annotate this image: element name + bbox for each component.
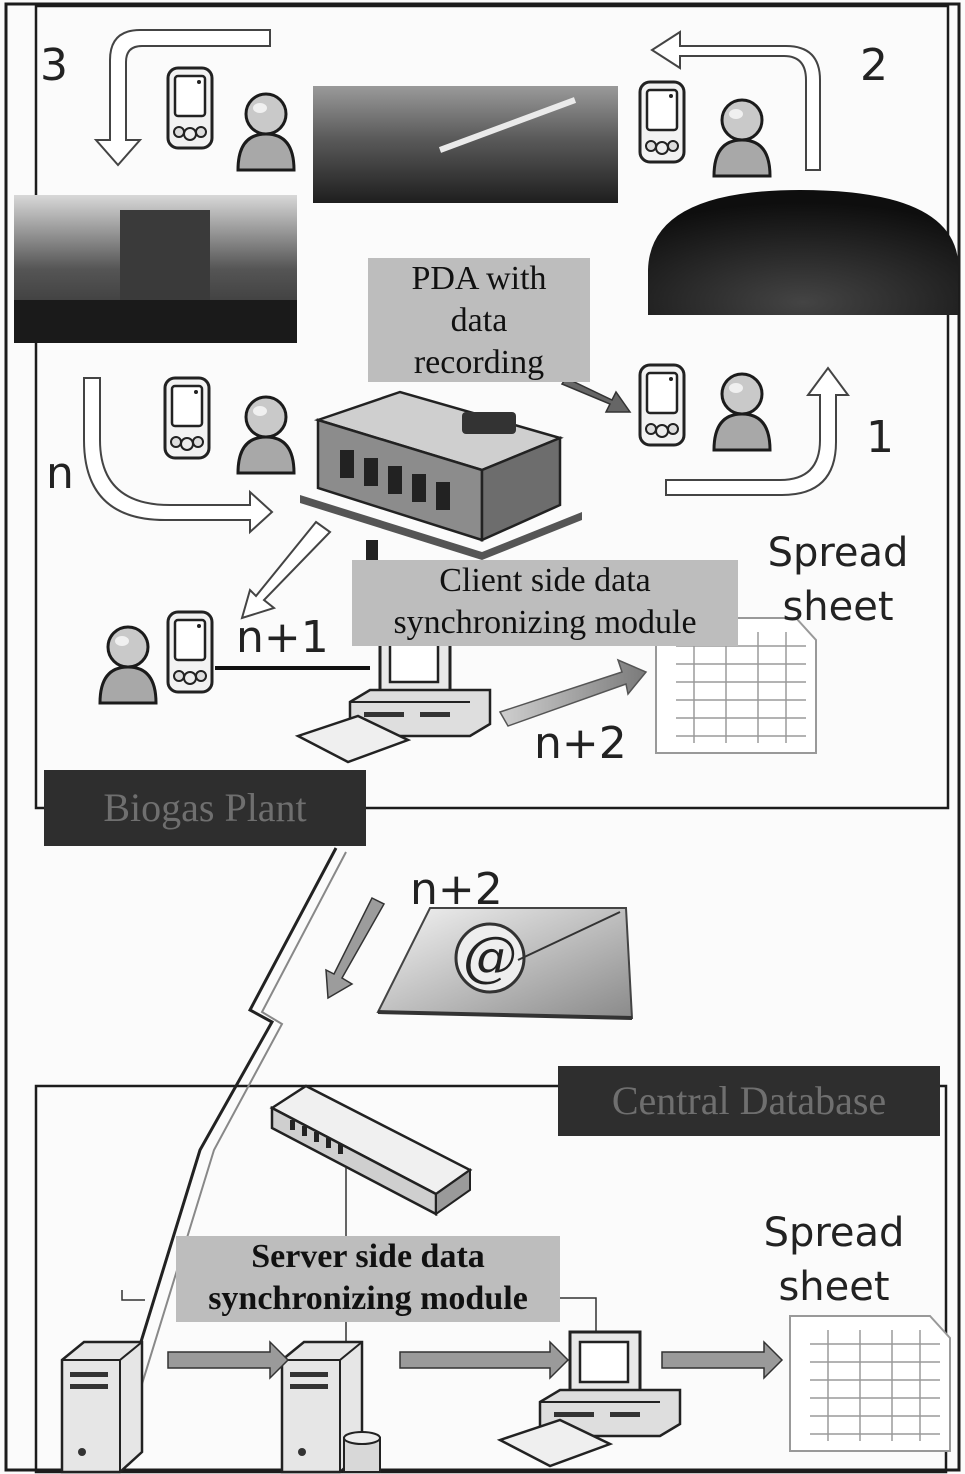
arrow-building-to-pc <box>240 520 332 620</box>
pda-pointer-arrow <box>560 377 632 413</box>
user-icon <box>712 372 772 452</box>
outer-frame <box>4 2 961 1472</box>
spreadsheet-bottom-line-1: Spread <box>763 1210 905 1256</box>
step-n2-plant-label: n+2 <box>534 718 627 769</box>
pda-icon <box>638 363 686 447</box>
client-sync-module-box: Client side data synchronizing module <box>352 560 738 646</box>
pda-box-line-1: PDA with <box>411 260 547 297</box>
server-icon <box>60 1340 144 1474</box>
spreadsheet-bottom-label: Spread sheet <box>752 1206 916 1314</box>
user-icon <box>236 395 296 475</box>
central-database-label: Central Database <box>558 1066 940 1136</box>
pda-icon <box>166 66 214 150</box>
pda-icon <box>163 376 211 460</box>
lightning-link-icon <box>118 847 338 1411</box>
database-cylinder-icon <box>343 1431 381 1473</box>
building-icon <box>300 390 582 580</box>
user-icon <box>98 625 158 705</box>
network-switch-icon <box>269 1084 473 1217</box>
step-3-label: 3 <box>40 40 68 91</box>
pda-icon <box>166 610 214 694</box>
arrow-server-3 <box>661 1340 784 1380</box>
server-sync-module-box: Server side data synchronizing module <box>176 1236 560 1322</box>
arrow-step-2 <box>650 30 821 171</box>
spreadsheet-bottom-line-2: sheet <box>778 1264 890 1310</box>
network-lines <box>121 1168 597 1345</box>
biogas-plant-label: Biogas Plant <box>44 770 366 846</box>
pda-box-line-3: recording <box>413 344 545 381</box>
arrow-email <box>325 896 386 1000</box>
user-icon <box>712 98 772 178</box>
site-photo-pipe <box>438 97 577 153</box>
spreadsheet-top-label: Spread sheet <box>756 526 920 634</box>
pda-icon <box>638 80 686 164</box>
client-box-line-2: synchronizing module <box>393 604 697 641</box>
arrow-step-1 <box>665 366 850 496</box>
step-1-label: 1 <box>866 412 894 463</box>
arrow-step-3 <box>93 29 271 167</box>
pda-data-recording-box: PDA with data recording <box>368 258 590 382</box>
central-database-region <box>34 1084 948 1474</box>
step-n1-label: n+1 <box>236 612 329 663</box>
email-at-symbol: @ <box>463 925 517 988</box>
server-box-line-2: synchronizing module <box>208 1280 528 1317</box>
computer-icon <box>348 630 492 738</box>
step-n-label: n <box>46 448 74 499</box>
arrow-to-spreadsheet <box>498 658 648 727</box>
server-box-line-1: Server side data <box>251 1238 485 1275</box>
arrow-server-1 <box>167 1340 290 1380</box>
step-2-label: 2 <box>860 40 888 91</box>
site-photo-ground <box>14 300 297 343</box>
arrow-server-2 <box>399 1340 570 1380</box>
pda-box-line-2: data <box>450 302 508 339</box>
spreadsheet-top-line-2: sheet <box>782 584 894 630</box>
arrow-step-n <box>83 377 274 535</box>
user-icon <box>236 92 296 172</box>
spreadsheet-top-line-1: Spread <box>767 530 909 576</box>
client-box-line-1: Client side data <box>439 562 651 599</box>
email-icon <box>376 907 634 1020</box>
step-n2-email-label: n+2 <box>410 864 503 915</box>
site-photo-dome <box>648 190 958 315</box>
spreadsheet-icon <box>789 1315 951 1452</box>
biogas-plant-region <box>34 4 950 810</box>
